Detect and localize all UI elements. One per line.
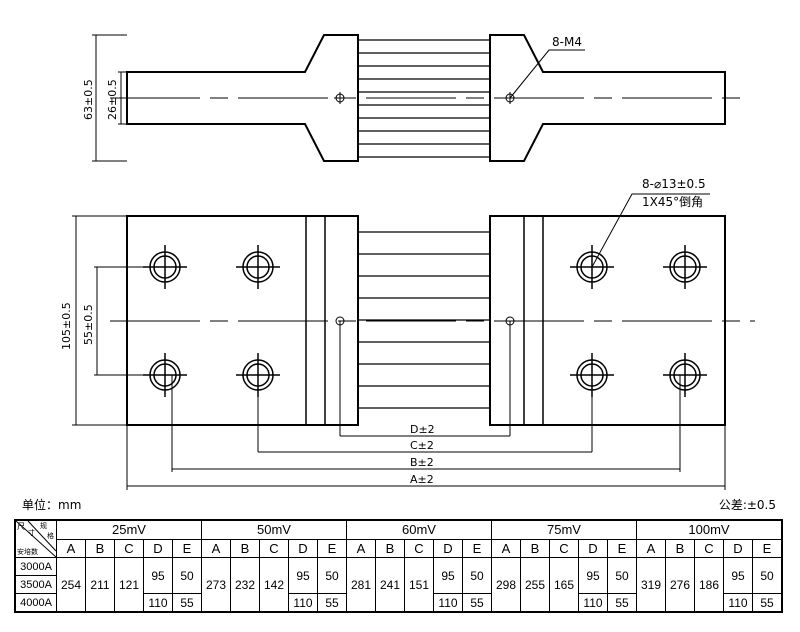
value-c: 186 <box>694 557 724 613</box>
group-header: 25mV <box>56 519 202 540</box>
value-e: 50 <box>607 557 637 594</box>
chamfer-callout: 1X45°倒角 <box>642 195 703 209</box>
value-d: 95 <box>578 557 608 594</box>
value-c: 142 <box>259 557 289 613</box>
value-c: 165 <box>549 557 579 613</box>
column-header: B <box>375 538 405 558</box>
group-header: 50mV <box>201 519 347 540</box>
value-e: 50 <box>172 557 202 594</box>
column-header: E <box>607 538 637 558</box>
value-b: 241 <box>375 557 405 613</box>
column-header: E <box>172 538 202 558</box>
column-header: D <box>288 538 318 558</box>
value-e: 55 <box>317 593 347 613</box>
value-d: 95 <box>723 557 753 594</box>
column-header: A <box>346 538 376 558</box>
value-e: 55 <box>752 593 783 613</box>
value-b: 232 <box>230 557 260 613</box>
column-header: C <box>404 538 434 558</box>
column-header: A <box>201 538 231 558</box>
column-header: A <box>491 538 521 558</box>
value-a: 319 <box>636 557 666 613</box>
value-b: 276 <box>665 557 695 613</box>
value-d: 110 <box>288 593 318 613</box>
svg-text:安培数: 安培数 <box>17 547 38 556</box>
dim-c: C±2 <box>410 439 434 452</box>
group-header: 75mV <box>491 519 637 540</box>
value-e: 50 <box>752 557 783 594</box>
value-a: 254 <box>56 557 86 613</box>
group-header: 100mV <box>636 519 783 540</box>
current-4000: 4000A <box>14 593 57 613</box>
top-centerline <box>92 34 740 162</box>
top-height-dim: 63±0.5 <box>82 79 95 120</box>
value-d: 95 <box>143 557 173 594</box>
value-d: 110 <box>433 593 463 613</box>
column-header: B <box>230 538 260 558</box>
column-header: C <box>549 538 579 558</box>
column-header: D <box>143 538 173 558</box>
svg-text:寸: 寸 <box>28 528 35 537</box>
column-header: B <box>520 538 550 558</box>
svg-text:规: 规 <box>40 521 47 530</box>
column-header: C <box>259 538 289 558</box>
column-header: E <box>317 538 347 558</box>
value-d: 95 <box>433 557 463 594</box>
value-e: 55 <box>172 593 202 613</box>
value-a: 273 <box>201 557 231 613</box>
column-header: E <box>462 538 492 558</box>
current-3000: 3000A <box>14 557 57 576</box>
dim-b: B±2 <box>410 456 434 469</box>
front-height-dim: 105±0.5 <box>60 302 73 350</box>
tolerance-label: 公差:±0.5 <box>718 498 776 512</box>
value-a: 298 <box>491 557 521 613</box>
corner-header: 尺 寸 规 格 安培数 <box>14 519 57 558</box>
unit-label: 单位：mm <box>22 498 82 512</box>
column-header: B <box>665 538 695 558</box>
top-arm-dim: 26±0.5 <box>106 79 119 120</box>
front-pitch-dim: 55±0.5 <box>82 304 95 345</box>
value-b: 211 <box>85 557 115 613</box>
column-header: C <box>114 538 144 558</box>
column-header: E <box>752 538 783 558</box>
column-header: A <box>636 538 666 558</box>
current-3500: 3500A <box>14 575 57 594</box>
group-header: 60mV <box>346 519 492 540</box>
column-header: D <box>578 538 608 558</box>
value-e: 50 <box>462 557 492 594</box>
column-header: A <box>56 538 86 558</box>
value-d: 110 <box>723 593 753 613</box>
value-d: 110 <box>578 593 608 613</box>
value-a: 281 <box>346 557 376 613</box>
value-e: 55 <box>607 593 637 613</box>
column-header: D <box>433 538 463 558</box>
value-c: 121 <box>114 557 144 613</box>
value-c: 151 <box>404 557 434 613</box>
hole-callout: 8-⌀13±0.5 <box>642 177 706 191</box>
value-d: 110 <box>143 593 173 613</box>
column-header: C <box>694 538 724 558</box>
dim-d: D±2 <box>410 423 435 436</box>
svg-text:格: 格 <box>47 531 54 540</box>
value-e: 50 <box>317 557 347 594</box>
value-d: 95 <box>288 557 318 594</box>
top-view <box>126 34 726 162</box>
thread-callout: 8-M4 <box>552 35 582 49</box>
dim-a: A±2 <box>410 473 434 486</box>
svg-text:尺: 尺 <box>17 522 25 531</box>
technical-drawing: 8-M4 63±0.5 26±0.5 8-⌀13±0.5 1X45°倒角 105… <box>60 34 755 490</box>
value-b: 255 <box>520 557 550 613</box>
value-e: 55 <box>462 593 492 613</box>
column-header: B <box>85 538 115 558</box>
column-header: D <box>723 538 753 558</box>
front-dims <box>72 193 755 490</box>
